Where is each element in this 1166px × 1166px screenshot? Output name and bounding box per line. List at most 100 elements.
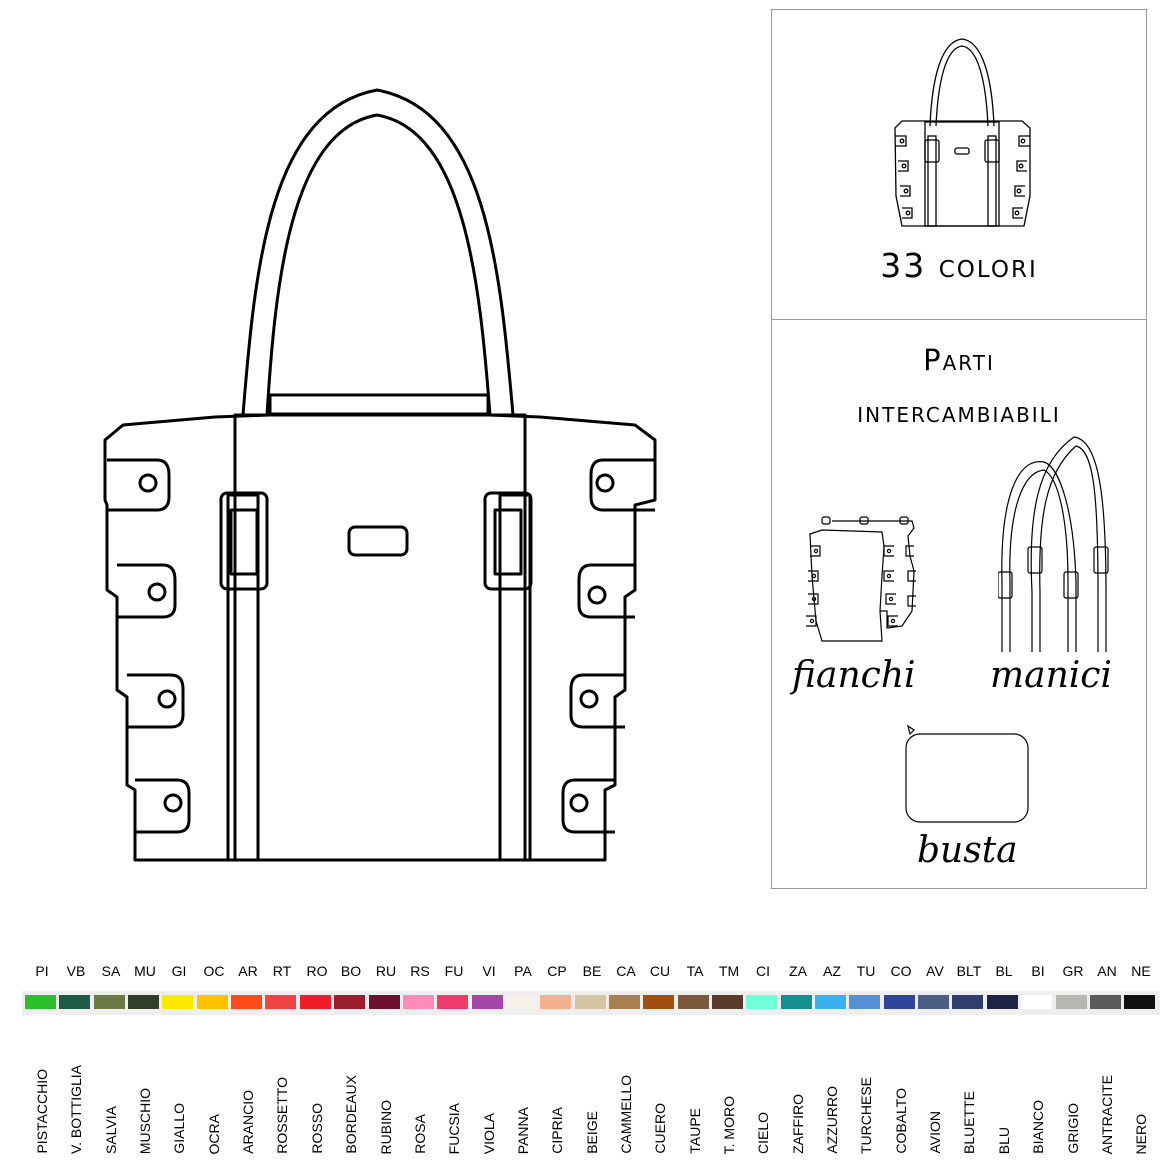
color-swatch-vb[interactable] [59,995,90,1009]
color-swatch-ta[interactable] [678,995,709,1009]
colors-panel: 33 colori [771,9,1147,320]
color-name-text: FUCSIA [446,1102,462,1154]
color-name-fu: FUCSIA [437,1028,471,1154]
color-code-blt: BLT [956,963,982,979]
side-panels-icon [806,516,916,642]
color-swatch-pi[interactable] [25,995,56,1009]
color-swatch-gr[interactable] [1056,995,1087,1009]
color-name-text: BIANCO [1030,1100,1046,1154]
color-swatch-sa[interactable] [94,995,125,1009]
color-name-text: V. BOTTIGLIA [68,1065,84,1154]
color-swatch-ci[interactable] [746,995,777,1009]
color-name-text: AVION [927,1111,943,1154]
color-swatch-ru[interactable] [369,995,400,1009]
color-name-oc: OCRA [197,1028,231,1154]
color-name-text: BEIGE [584,1111,600,1154]
color-code-oc: OC [203,963,225,979]
color-name-text: TURCHESE [858,1076,874,1154]
color-code-rs: RS [410,963,430,979]
color-swatch-cu[interactable] [643,995,674,1009]
color-name-ca: CAMMELLO [609,1028,643,1154]
color-code-tu: TU [856,963,876,979]
color-swatch-tm[interactable] [712,995,743,1009]
color-name-text: CAMMELLO [618,1075,634,1154]
color-swatch-blt[interactable] [952,995,983,1009]
color-name-text: ANTRACITE [1099,1074,1115,1154]
color-name-ar: ARANCIO [231,1028,265,1154]
color-name-text: ARANCIO [240,1090,256,1154]
color-code-tm: TM [718,963,740,979]
color-name-bl: BLU [987,1028,1021,1154]
color-code-ta: TA [686,963,704,979]
color-swatch-rs[interactable] [403,995,434,1009]
color-swatch-ro[interactable] [300,995,331,1009]
color-code-sa: SA [101,963,121,979]
color-code-pa: PA [514,963,532,979]
color-swatch-az[interactable] [815,995,846,1009]
color-code-bl: BL [995,963,1013,979]
color-code-vi: VI [482,963,496,979]
color-name-text: ROSSETTO [274,1077,290,1154]
color-name-vb: V. BOTTIGLIA [59,1028,93,1154]
color-swatch-cp[interactable] [540,995,571,1009]
color-swatch-fu[interactable] [437,995,468,1009]
color-name-text: PANNA [515,1106,531,1154]
colors-count-title: 33 colori [880,246,1038,285]
color-name-text: T. MORO [721,1095,737,1154]
color-name-za: ZAFFIRO [781,1028,815,1154]
color-swatch-an[interactable] [1090,995,1121,1009]
color-swatch-mu[interactable] [128,995,159,1009]
color-swatch-gi[interactable] [162,995,193,1009]
color-code-bi: BI [1031,963,1045,979]
parts-title: Parti intercambiabili [772,334,1146,438]
color-code-mu: MU [134,963,156,979]
color-code-rt: RT [272,963,292,979]
color-swatch-co[interactable] [884,995,915,1009]
color-swatch-be[interactable] [575,995,606,1009]
parts-title-line2: intercambiabili [857,395,1061,429]
color-name-text: GIALLO [171,1103,187,1154]
color-code-co: CO [890,963,912,979]
color-name-text: VIOLA [481,1112,497,1154]
color-name-text: BORDEAUX [343,1075,359,1154]
sides-label: fianchi [792,655,916,696]
color-name-text: COBALTO [893,1088,909,1154]
color-swatch-bl[interactable] [987,995,1018,1009]
color-code-fu: FU [444,963,464,979]
color-name-az: AZZURRO [815,1028,849,1154]
pouch-icon [905,724,1029,823]
color-name-cp: CIPRIA [540,1028,574,1154]
handles-icon [998,436,1109,652]
color-swatch-ca[interactable] [609,995,640,1009]
color-code-ru: RU [375,963,397,979]
color-name-gr: GRIGIO [1056,1028,1090,1154]
color-swatch-rt[interactable] [265,995,296,1009]
color-name-pa: PANNA [506,1028,540,1154]
pouch-label: busta [917,830,1018,871]
color-swatch-tu[interactable] [849,995,880,1009]
color-name-text: CUERO [652,1103,668,1154]
color-swatch-bo[interactable] [334,995,365,1009]
color-code-ro: RO [306,963,328,979]
color-code-gi: GI [171,963,187,979]
color-name-text: GRIGIO [1065,1103,1081,1154]
color-swatch-pa[interactable] [506,995,537,1009]
color-swatch-ne[interactable] [1124,995,1155,1009]
color-name-an: ANTRACITE [1090,1028,1124,1154]
color-code-av: AV [926,963,944,979]
color-code-bo: BO [340,963,362,979]
color-swatch-av[interactable] [918,995,949,1009]
color-swatch-oc[interactable] [197,995,228,1009]
color-name-rt: ROSSETTO [265,1028,299,1154]
color-name-text: BLUETTE [961,1090,977,1154]
color-swatch-za[interactable] [781,995,812,1009]
color-name-tu: TURCHESE [849,1028,883,1154]
color-swatch-bi[interactable] [1021,995,1052,1009]
color-swatch-vi[interactable] [472,995,503,1009]
color-swatch-ar[interactable] [231,995,262,1009]
color-name-ru: RUBINO [369,1028,403,1154]
color-code-ca: CA [616,963,636,979]
color-code-an: AN [1097,963,1117,979]
color-name-text: RUBINO [378,1099,394,1154]
